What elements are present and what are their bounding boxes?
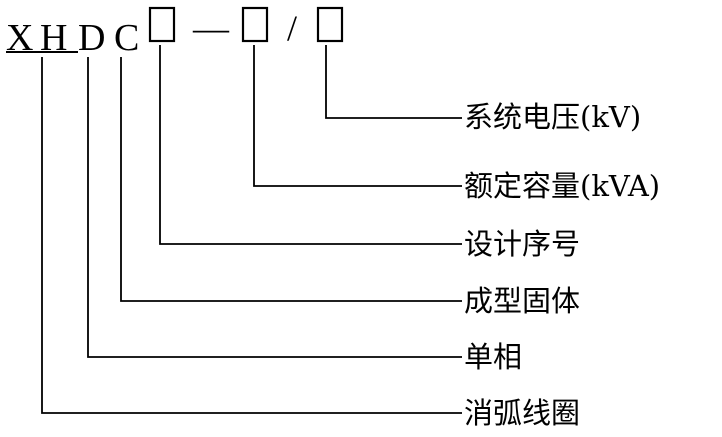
model-code: X H D C — /: [6, 6, 344, 59]
placeholder-box-system-voltage: [316, 6, 344, 43]
leader-line-system-voltage: [325, 45, 462, 119]
code-letter-c: C: [114, 17, 139, 59]
leader-line-solid-molded: [120, 57, 462, 302]
label-solid-molded: 成型固体: [464, 284, 580, 318]
placeholder-box-design-number: [148, 6, 176, 43]
placeholder-box-rated-capacity: [241, 6, 269, 43]
label-system-voltage: 系统电压(kV): [464, 100, 641, 134]
label-design-number: 设计序号: [464, 227, 580, 261]
label-rated-capacity: 额定容量(kVA): [464, 169, 660, 203]
leader-line-design-number: [159, 45, 462, 245]
labels: 系统电压(kV) 额定容量(kVA) 设计序号 成型固体 单相 消弧线圈: [464, 100, 660, 430]
label-single-phase: 单相: [464, 340, 522, 374]
leader-line-single-phase: [87, 57, 462, 358]
label-arc-suppression-coil: 消弧线圈: [464, 396, 580, 430]
leader-line-arc-suppression-coil: [41, 57, 462, 414]
code-letter-d: D: [78, 17, 105, 59]
code-separator-dash: —: [192, 8, 230, 48]
code-separator-slash: /: [287, 8, 297, 48]
leader-line-rated-capacity: [253, 45, 462, 187]
leader-lines: [41, 45, 462, 414]
